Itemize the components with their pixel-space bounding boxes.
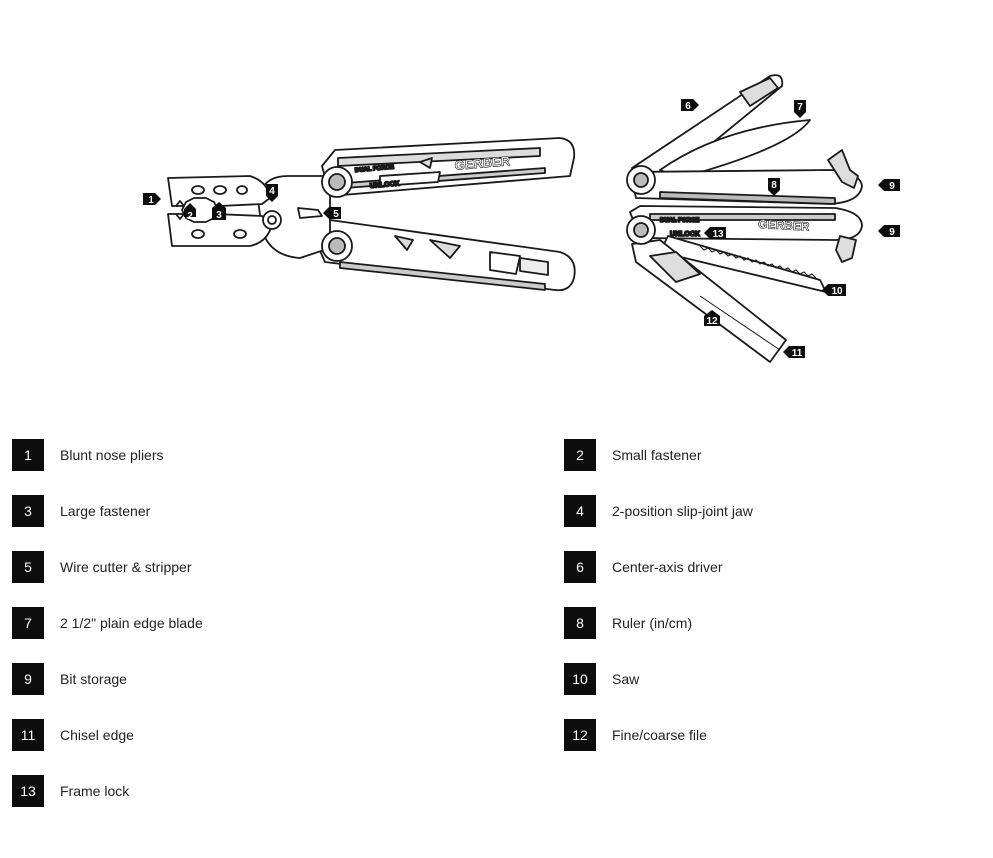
legend-item-2: 2 Small fastener — [564, 439, 701, 471]
multitool-illustration: GERBER DUAL FORCE UNLOCK — [143, 74, 900, 363]
callout-label-8: 8 — [771, 180, 777, 191]
callout-marker-8 — [768, 178, 780, 196]
legend-number-6: 6 — [564, 551, 596, 583]
legend-item-5: 5 Wire cutter & stripper — [12, 551, 191, 583]
callout-label-10: 10 — [831, 286, 843, 297]
legend-label-3: Large fastener — [60, 503, 151, 519]
legend-label-1: Blunt nose pliers — [60, 447, 164, 463]
legend-label-2: Small fastener — [612, 447, 702, 463]
legend-item-12: 12 Fine/coarse file — [564, 719, 707, 751]
callout-label-7: 7 — [797, 102, 803, 113]
legend-number-7: 7 — [12, 607, 44, 639]
callout-marker-6 — [681, 99, 699, 111]
legend-number-1: 1 — [12, 439, 44, 471]
callout-marker-9a — [878, 179, 900, 191]
callout-label-13: 13 — [712, 229, 724, 240]
legend-label-6: Center-axis driver — [612, 559, 723, 575]
callout-marker-4 — [266, 184, 278, 202]
legend-label-13: Frame lock — [60, 783, 130, 799]
callout-label-1: 1 — [148, 195, 154, 206]
legend-label-12: Fine/coarse file — [612, 727, 707, 743]
callout-label-6: 6 — [685, 101, 691, 112]
callout-label-11: 11 — [792, 348, 803, 359]
callout-marker-9b — [878, 225, 900, 237]
fanned-tool — [626, 74, 863, 363]
callout-label-9a: 9 — [889, 181, 895, 192]
model-text-left: DUAL FORCE — [355, 165, 395, 174]
legend-number-2: 2 — [564, 439, 596, 471]
legend-label-4: 2-position slip-joint jaw — [612, 503, 753, 519]
legend-label-7: 2 1/2" plain edge blade — [60, 615, 203, 631]
unlock-text-right: UNLOCK — [670, 231, 700, 238]
brand-text-left: GERBER — [454, 153, 511, 173]
legend-item-1: 1 Blunt nose pliers — [12, 439, 164, 471]
callout-marker-1 — [143, 193, 161, 205]
center-axis-driver — [631, 74, 784, 187]
legend-number-8: 8 — [564, 607, 596, 639]
legend-item-6: 6 Center-axis driver — [564, 551, 722, 583]
unlock-text-left-upper: UNLOCK — [370, 180, 400, 190]
callout-marker-3 — [212, 202, 226, 220]
pliers-tool — [167, 137, 576, 292]
callout-label-2: 2 — [187, 211, 193, 222]
legend-number-9: 9 — [12, 663, 44, 695]
legend-number-5: 5 — [12, 551, 44, 583]
legend-number-10: 10 — [564, 663, 596, 695]
brand-text-right: GERBER — [758, 217, 810, 234]
legend-label-8: Ruler (in/cm) — [612, 615, 693, 631]
legend-number-3: 3 — [12, 495, 44, 527]
legend-item-13: 13 Frame lock — [12, 775, 129, 807]
callout-label-12: 12 — [706, 316, 718, 327]
legend-item-11: 11 Chisel edge — [12, 719, 134, 751]
callout-label-4: 4 — [269, 186, 275, 197]
callout-marker-11 — [783, 346, 805, 358]
callout-marker-5 — [323, 207, 341, 219]
legend-number-12: 12 — [564, 719, 596, 751]
model-text-right: DUAL FORCE — [660, 218, 699, 224]
callout-label-3: 3 — [216, 210, 222, 221]
multitool-diagram: GERBER DUAL FORCE UNLOCK — [0, 0, 993, 400]
legend-item-10: 10 Saw — [564, 663, 639, 695]
legend-item-9: 9 Bit storage — [12, 663, 127, 695]
callout-label-9b: 9 — [889, 227, 895, 238]
legend-number-11: 11 — [12, 719, 44, 751]
legend-item-7: 7 2 1/2" plain edge blade — [12, 607, 203, 639]
callout-marker-10 — [822, 284, 846, 296]
callout-marker-2 — [184, 203, 196, 217]
callout-marker-12 — [704, 310, 720, 326]
legend-label-11: Chisel edge — [60, 727, 134, 743]
legend-item-8: 8 Ruler (in/cm) — [564, 607, 692, 639]
legend-label-5: Wire cutter & stripper — [60, 559, 192, 575]
legend-number-13: 13 — [12, 775, 44, 807]
plain-edge-blade — [659, 119, 811, 179]
legend-label-9: Bit storage — [60, 671, 127, 687]
callout-marker-7 — [794, 100, 806, 118]
legend-item-4: 4 2-position slip-joint jaw — [564, 495, 753, 527]
callout-marker-13 — [704, 227, 726, 239]
legend-label-10: Saw — [612, 671, 640, 687]
callout-label-5: 5 — [333, 209, 339, 220]
legend-number-4: 4 — [564, 495, 596, 527]
legend-item-3: 3 Large fastener — [12, 495, 150, 527]
